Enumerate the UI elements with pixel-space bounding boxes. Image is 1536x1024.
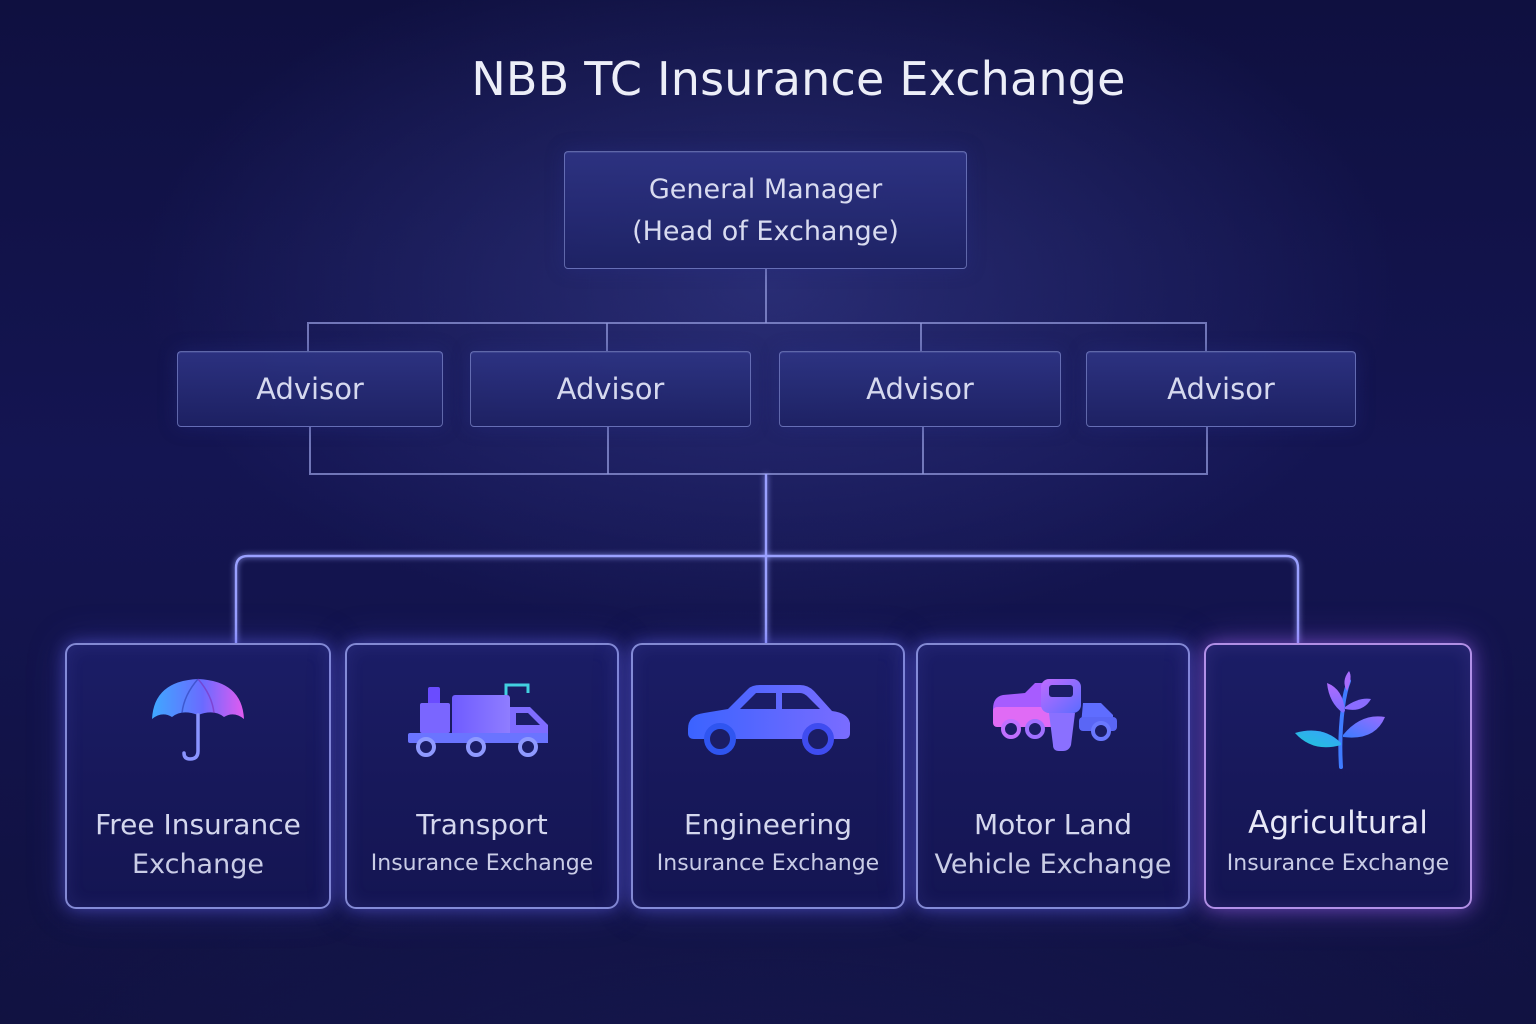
advisor-label: Advisor	[556, 372, 665, 406]
plant-icon	[1295, 671, 1385, 769]
truck-icon	[408, 683, 548, 757]
advisor-label: Advisor	[866, 372, 974, 406]
advisor-label: Advisor	[256, 372, 364, 406]
general-manager-box: General Manager (Head of Exchange)	[564, 151, 967, 269]
umbrella-icon	[152, 678, 244, 761]
exchange-name: Transport	[416, 808, 548, 841]
exchange-subtitle: Vehicle Exchange	[934, 849, 1172, 880]
exchange-name: Agricultural	[1248, 805, 1428, 841]
general-manager-title: General Manager	[648, 173, 883, 205]
advisor-box: Advisor	[779, 351, 1061, 427]
exchange-card-transport: Transport Insurance Exchange	[345, 643, 619, 909]
advisor-label: Advisor	[1167, 372, 1275, 406]
exchange-name: Engineering	[684, 808, 852, 841]
exchange-card-agricultural: Agricultural Insurance Exchange	[1204, 643, 1472, 909]
advisor-box: Advisor	[1086, 351, 1356, 427]
exchange-subtitle: Insurance Exchange	[1226, 851, 1450, 876]
car-icon	[688, 685, 850, 755]
exchange-card-motor-land: Motor Land Vehicle Exchange	[916, 643, 1190, 909]
exchange-name: Free Insurance	[95, 808, 301, 841]
exchange-card-free-insurance: Free Insurance Exchange	[65, 643, 331, 909]
diagram-title: NBB TC Insurance Exchange	[471, 52, 1126, 106]
advisor-box: Advisor	[177, 351, 443, 427]
exchange-subtitle: Insurance Exchange	[370, 851, 594, 876]
exchange-card-engineering: Engineering Insurance Exchange	[631, 643, 905, 909]
exchange-name: Motor Land	[973, 808, 1133, 841]
exchange-subtitle: Exchange	[132, 849, 264, 880]
vehicles-icon	[993, 679, 1117, 751]
general-manager-subtitle: (Head of Exchange)	[632, 215, 899, 247]
exchange-subtitle: Insurance Exchange	[656, 851, 880, 876]
advisor-box: Advisor	[470, 351, 751, 427]
